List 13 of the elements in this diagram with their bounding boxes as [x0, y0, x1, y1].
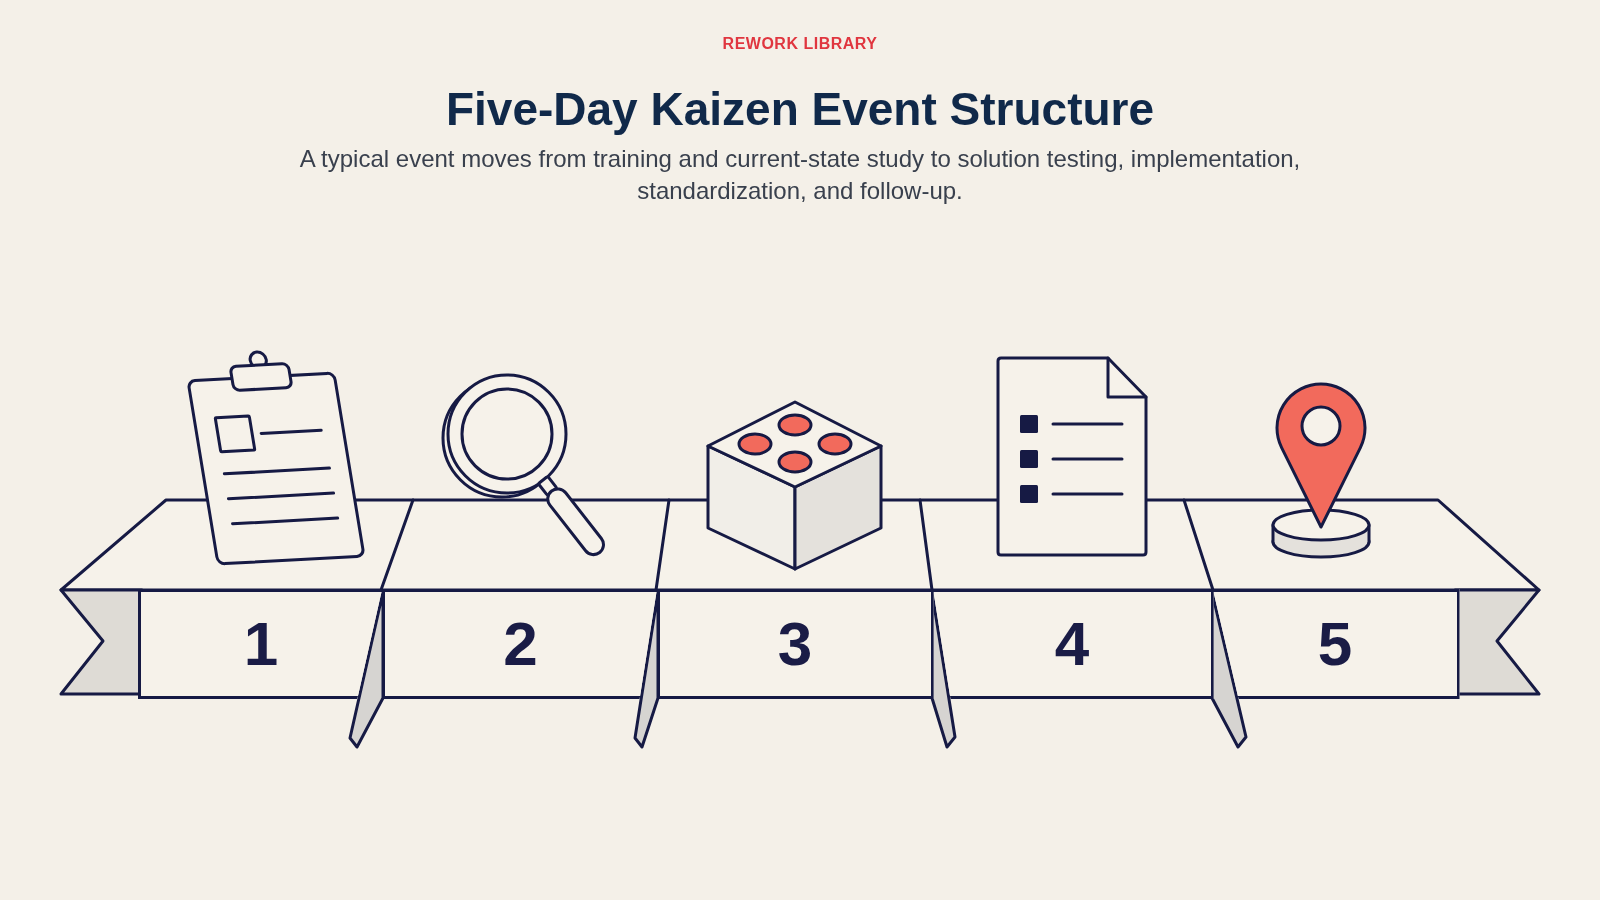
ribbon-panel — [656, 589, 934, 699]
step-number: 3 — [777, 613, 813, 675]
ribbon-panel — [1210, 589, 1460, 699]
step-number: 2 — [503, 613, 538, 675]
ribbon-panel — [381, 589, 660, 699]
ribbon-panel — [137, 589, 385, 699]
subtitle: A typical event moves from training and current-state study to solution testing, implementation, standardization, and follow-up. — [298, 144, 1302, 206]
eyebrow-label: REWORK LIBRARY — [722, 34, 878, 54]
step-number: 1 — [243, 613, 279, 675]
step-number: 5 — [1317, 613, 1353, 675]
title: Five-Day Kaizen Event Structure — [445, 82, 1155, 136]
step-number: 4 — [1054, 613, 1090, 675]
ribbon-panel — [930, 589, 1214, 699]
